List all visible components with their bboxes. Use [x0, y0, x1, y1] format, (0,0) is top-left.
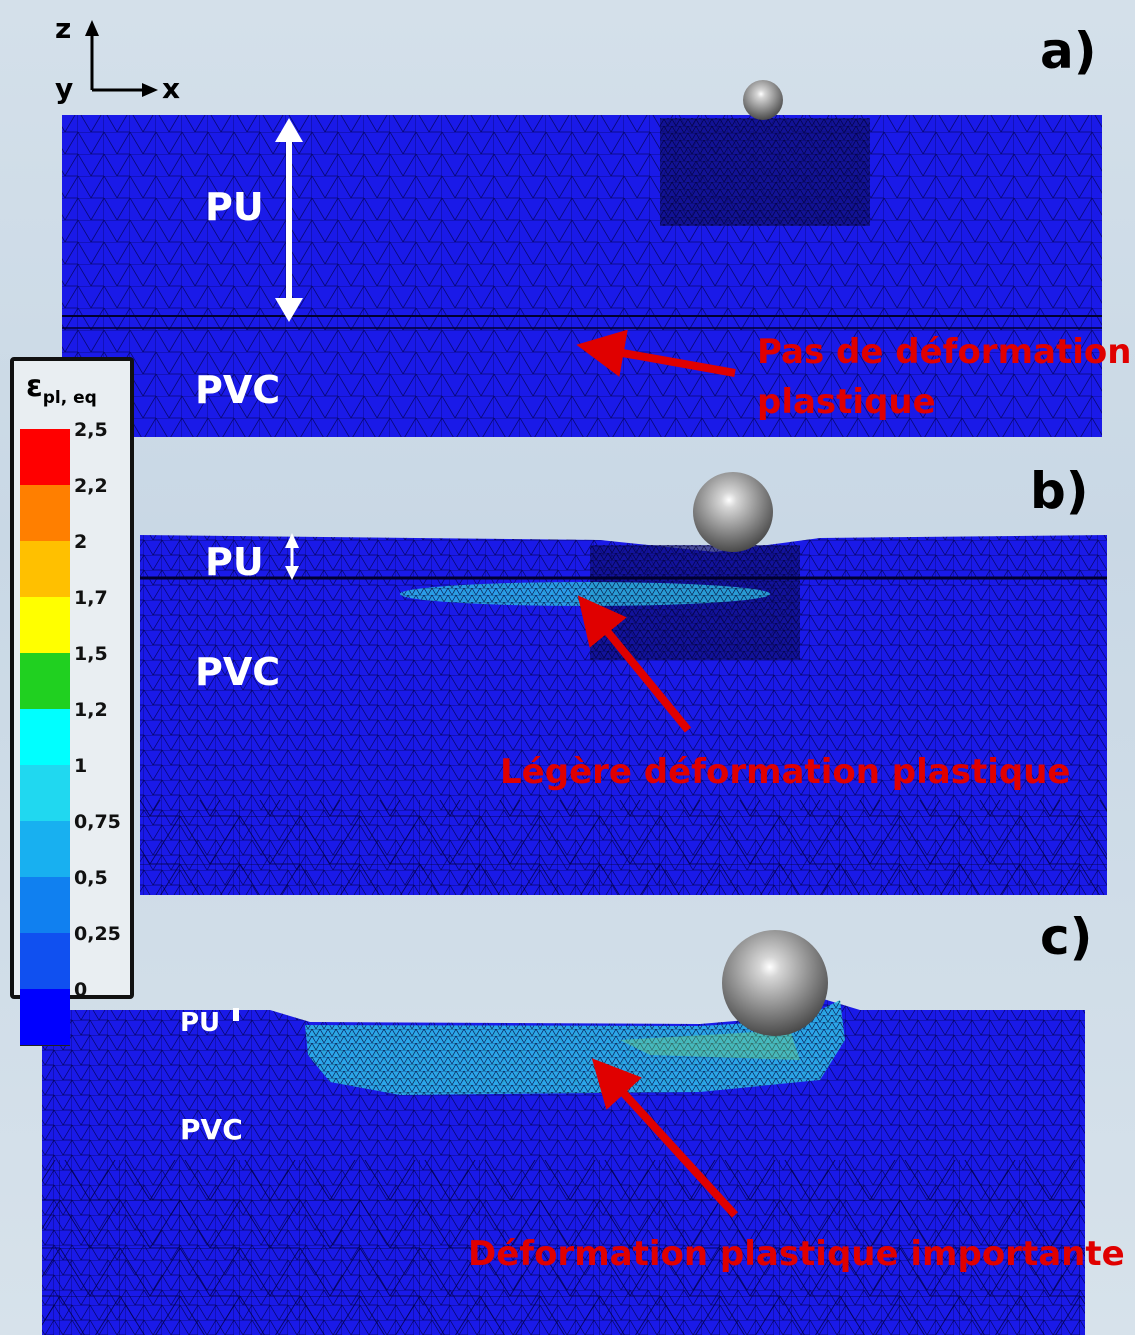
legend-swatch: [20, 877, 70, 934]
legend-tick-label: 0,25: [74, 923, 121, 945]
legend-swatch: [20, 933, 70, 990]
panel-b-annotation: Légère déformation plastique: [500, 752, 1071, 792]
legend-tick-label: 1: [74, 755, 88, 777]
panel-a-annotation-line1: Pas de déformation: [757, 332, 1132, 372]
legend-title: εpl, eq: [26, 369, 97, 408]
color-legend: εpl, eq 2,5 2,2 2 1,7 1,5 1,2 1 0,75 0,5 0,25 0: [10, 357, 134, 1046]
legend-subscript: pl, eq: [42, 388, 97, 408]
axes-icon: [85, 20, 158, 97]
panel-c-annotation: Déformation plastique importante: [468, 1234, 1125, 1274]
panel-c-mesh: [42, 998, 1085, 1335]
legend-tick-label: 2: [74, 531, 88, 553]
legend-tick-label: 1,5: [74, 643, 108, 665]
sphere-b: [693, 472, 773, 552]
legend-tick-label: 0: [74, 979, 88, 1001]
panel-b-pvc-label: PVC: [195, 650, 281, 694]
panel-a-annotation-line2: plastique: [757, 382, 936, 422]
legend-tick-label: 2,5: [74, 419, 108, 441]
legend-swatch: [20, 765, 70, 822]
annotation-arrow-a: [576, 329, 736, 377]
legend-swatch: [20, 821, 70, 878]
legend-tick-label: 1,2: [74, 699, 108, 721]
panel-c-pvc-label: PVC: [180, 1113, 243, 1146]
legend-swatch: [20, 989, 70, 1046]
pu-thickness-arrow-a: [275, 118, 303, 322]
panel-c-letter: c): [1040, 908, 1093, 966]
legend-swatch: [20, 429, 70, 486]
panel-a-pu-label: PU: [205, 185, 264, 229]
axis-x-label: x: [162, 72, 181, 105]
axis-z-label: z: [55, 12, 72, 45]
axis-y-label: y: [55, 72, 74, 105]
legend-swatch: [20, 541, 70, 598]
legend-tick-label: 2,2: [74, 475, 108, 497]
panel-a-pvc-label: PVC: [195, 368, 281, 412]
legend-swatch: [20, 709, 70, 766]
annotation-arrow-b: [577, 595, 692, 733]
panel-c-pu-label: PU: [180, 1008, 221, 1038]
legend-swatch: [20, 485, 70, 542]
panel-b-letter: b): [1030, 462, 1089, 520]
panel-b-mesh: [140, 535, 1107, 895]
legend-tick-label: 1,7: [74, 587, 108, 609]
legend-tick-label: 0,75: [74, 811, 121, 833]
legend-swatch: [20, 597, 70, 654]
legend-tick-label: 0,5: [74, 867, 108, 889]
sphere-c: [722, 930, 828, 1036]
panel-b-pu-label: PU: [205, 540, 264, 584]
panel-a-letter: a): [1040, 22, 1097, 80]
legend-symbol: ε: [26, 369, 43, 404]
pu-thickness-marker-c: [233, 1008, 239, 1021]
legend-swatch: [20, 653, 70, 710]
panel-a-mesh: [62, 115, 1102, 437]
sphere-a: [743, 80, 783, 120]
annotation-arrow-c: [591, 1058, 738, 1218]
pu-thickness-arrow-b: [285, 533, 299, 580]
